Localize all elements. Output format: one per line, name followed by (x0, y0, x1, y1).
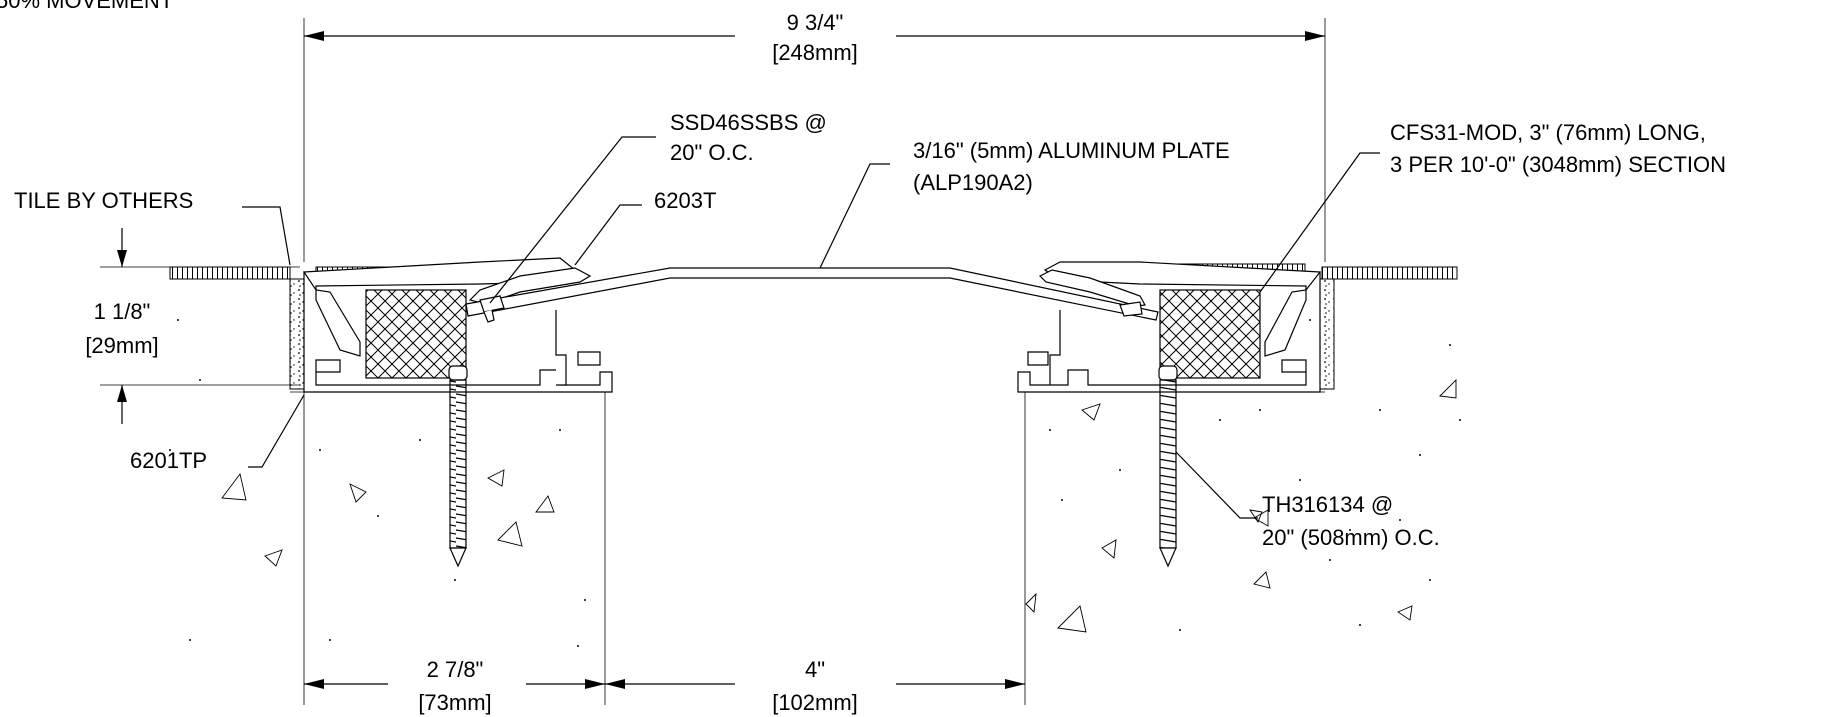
anchor-callout-line2: 20" (508mm) O.C. (1262, 525, 1440, 550)
left-plate-screw (479, 295, 505, 323)
right-seal (1038, 269, 1146, 307)
gap-dimension-imperial: 4" (805, 657, 825, 682)
overall-dimension-imperial: 9 3/4" (787, 10, 844, 35)
plate-callout-line1: 3/16" (5mm) ALUMINUM PLATE (913, 138, 1230, 163)
overall-dimension-metric: [248mm] (772, 40, 858, 65)
height-dimension (100, 228, 300, 424)
overall-width-dimension (303, 18, 1326, 262)
right-foam-block (1159, 289, 1261, 379)
left-foam-block (365, 289, 467, 379)
screw-callout-line1: SSD46SSBS @ (670, 110, 827, 135)
left-width-dimension-imperial: 2 7/8" (427, 657, 484, 682)
height-dimension-imperial: 1 1/8" (94, 299, 151, 324)
left-concrete-slab (290, 391, 606, 690)
right-plate-screw (1119, 301, 1143, 317)
aluminum-plate (465, 267, 1159, 321)
cfs-callout-line2: 3 PER 10'-0" (3048mm) SECTION (1390, 152, 1726, 177)
height-dimension-metric: [29mm] (85, 333, 158, 358)
cfs-callout-line1: CFS31-MOD, 3" (76mm) LONG, (1390, 120, 1706, 145)
seal-callout: 6203T (654, 188, 716, 213)
concrete-aggregate (221, 378, 1457, 633)
left-width-dimension-metric: [73mm] (418, 690, 491, 715)
plate-callout-line2: (ALP190A2) (913, 170, 1033, 195)
leader-lines (242, 136, 1380, 519)
left-anchor-th316134 (448, 365, 468, 568)
title-label: 50% MOVEMENT (0, 0, 173, 13)
bottom-dimensions (303, 650, 1026, 705)
screw-callout-line2: 20" O.C. (670, 140, 754, 165)
right-anchor-th316134 (1158, 365, 1178, 568)
right-frame-6201tp (1017, 261, 1335, 393)
concrete-speckles (169, 319, 1461, 647)
anchor-callout-line1: TH316134 @ (1262, 492, 1393, 517)
frame-callout: 6201TP (130, 448, 207, 473)
tile-callout: TILE BY OTHERS (14, 188, 193, 213)
gap-dimension-metric: [102mm] (772, 690, 858, 715)
